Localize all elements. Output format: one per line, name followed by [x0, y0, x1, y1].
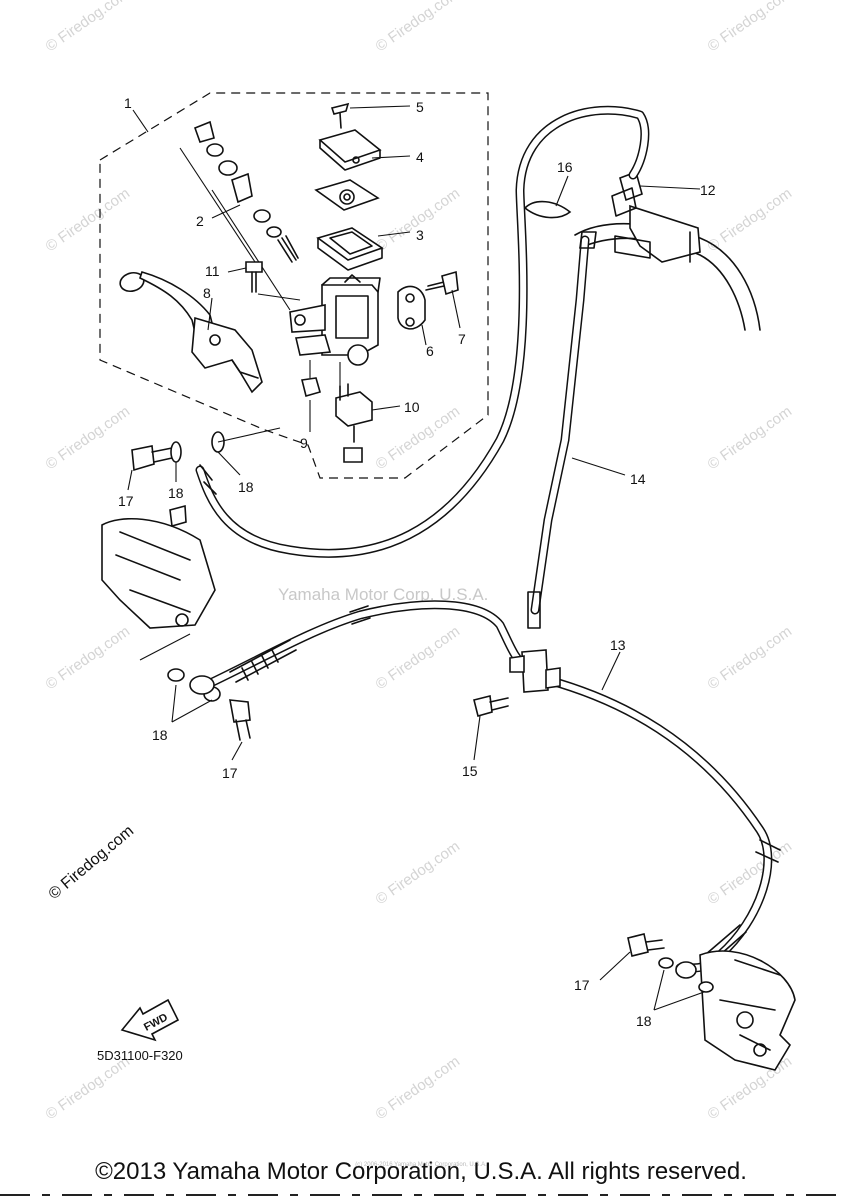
- callout-10: 10: [404, 399, 420, 415]
- piston-kit: [179, 120, 299, 311]
- cap-screw: [330, 102, 350, 129]
- svg-text:© Firedog.com: © Firedog.com: [43, 1053, 134, 1123]
- brake-hoses: [195, 105, 781, 973]
- callout-4: 4: [416, 149, 424, 165]
- watermark: © Firedog.com: [373, 0, 464, 55]
- callout-11: 11: [205, 263, 220, 279]
- svg-text:© Firedog.com: © Firedog.com: [46, 822, 137, 903]
- callout-13: 13: [610, 637, 626, 653]
- callout-9: 9: [300, 435, 308, 451]
- copyright-footer: ©2013 Yamaha Motor Corporation, U.S.A. A…: [95, 1158, 747, 1185]
- svg-text:© Firedog.com: © Firedog.com: [705, 838, 796, 908]
- watermark: © Firedog.com: [373, 185, 464, 255]
- reservoir-cap: [318, 129, 382, 171]
- watermark: © Firedog.com: [43, 623, 134, 693]
- svg-text:© Firedog.com: © Firedog.com: [373, 838, 464, 908]
- callout-17a: 17: [118, 493, 134, 509]
- brake-switch: [335, 362, 373, 463]
- brake-lever: [119, 271, 263, 394]
- callout-leaders: [127, 105, 705, 1011]
- hose-clip: [523, 200, 572, 219]
- svg-text:© Firedog.com: © Firedog.com: [373, 0, 464, 55]
- svg-text:© Firedog.com: © Firedog.com: [43, 403, 134, 473]
- svg-text:© Firedog.com: © Firedog.com: [705, 623, 796, 693]
- svg-text:© Firedog.com: © Firedog.com: [705, 0, 796, 55]
- svg-text:© Firedog.com: © Firedog.com: [373, 1053, 464, 1123]
- upper-banjo-bolt: [131, 427, 281, 472]
- svg-text:© Firedog.com: © Firedog.com: [373, 185, 464, 255]
- watermark: © Firedog.com: [43, 403, 134, 473]
- callout-2: 2: [196, 213, 204, 229]
- hose-joint: [509, 649, 561, 693]
- lower-right-banjo: [627, 933, 714, 993]
- watermark: © Firedog.com: [43, 185, 134, 255]
- center-watermark: Yamaha Motor Corp. U.S.A.: [278, 585, 488, 604]
- callout-1: 1: [124, 95, 132, 111]
- joint-bolt: [473, 695, 509, 717]
- callout-15: 15: [462, 763, 478, 779]
- lower-left-banjo: [167, 668, 251, 741]
- reservoir-plate: [314, 179, 380, 211]
- watermark: © Firedog.com: [705, 0, 796, 55]
- svg-text:© Firedog.com: © Firedog.com: [705, 403, 796, 473]
- lever-nut: [301, 360, 321, 397]
- callout-14: 14: [630, 471, 646, 487]
- holder-clamp: [397, 285, 426, 330]
- watermark: © Firedog.com: [373, 838, 464, 908]
- watermark: © Firedog.com: [705, 838, 796, 908]
- watermark: © Firedog.com: [373, 623, 464, 693]
- callout-5: 5: [416, 99, 424, 115]
- callout-17b: 17: [222, 765, 238, 781]
- left-caliper: [101, 504, 216, 661]
- watermark: © Firedog.com: [705, 185, 796, 255]
- watermark: © Firedog.com: [43, 0, 134, 55]
- tiny-copyright-note: (c) 2006-2016 Yamaha Motor Corporation, …: [355, 1162, 487, 1168]
- svg-text:© Firedog.com: © Firedog.com: [705, 185, 796, 255]
- svg-text:© Firedog.com: © Firedog.com: [373, 623, 464, 693]
- right-caliper: [699, 950, 796, 1071]
- callout-3: 3: [416, 227, 424, 243]
- callout-17c: 17: [574, 977, 590, 993]
- forward-arrow-icon: FWD: [120, 998, 180, 1042]
- reservoir-diaphragm: [316, 227, 384, 271]
- callout-18b: 18: [238, 479, 254, 495]
- callout-18c: 18: [152, 727, 168, 743]
- diagram-code: 5D31100-F320: [97, 1048, 183, 1063]
- clamp-bolt: [425, 270, 459, 296]
- handlebar-bracket: [574, 204, 761, 331]
- left-watermark: © Firedog.com: [46, 822, 137, 903]
- svg-text:© Firedog.com: © Firedog.com: [43, 0, 134, 55]
- callout-7: 7: [458, 331, 466, 347]
- callout-6: 6: [426, 343, 434, 359]
- callout-16: 16: [557, 159, 573, 175]
- callout-12: 12: [700, 182, 716, 198]
- watermark: © Firedog.com: [373, 1053, 464, 1123]
- callout-8: 8: [203, 285, 211, 301]
- watermark: © Firedog.com: [43, 1053, 134, 1123]
- watermark: © Firedog.com: [705, 403, 796, 473]
- pivot-bolt: [245, 261, 301, 301]
- assembly-boundary: [99, 92, 489, 479]
- master-cylinder: [289, 274, 381, 366]
- watermark: © Firedog.com: [705, 623, 796, 693]
- callout-18a: 18: [168, 485, 184, 501]
- callout-18d: 18: [636, 1013, 652, 1029]
- svg-text:© Firedog.com: © Firedog.com: [43, 623, 134, 693]
- bottom-border-strip: [0, 1194, 842, 1196]
- svg-text:© Firedog.com: © Firedog.com: [43, 185, 134, 255]
